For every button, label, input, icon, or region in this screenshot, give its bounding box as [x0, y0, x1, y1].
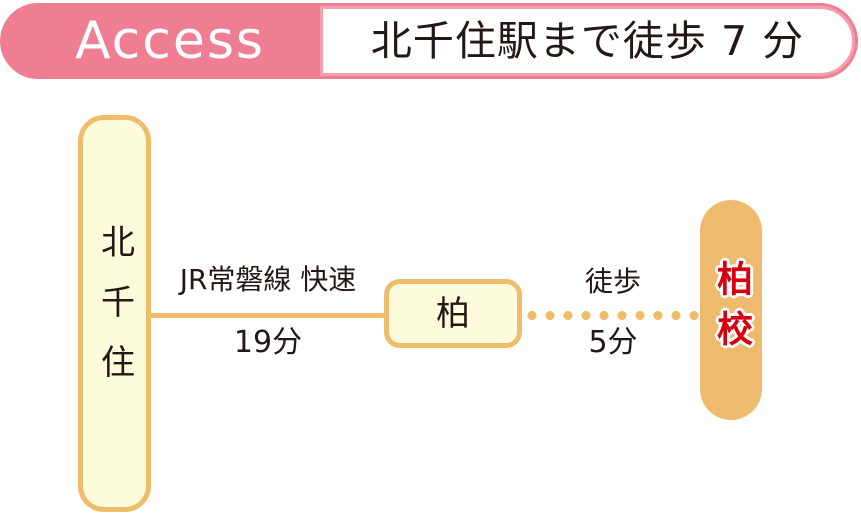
- access-header-banner: Access 北千住駅まで徒歩 7 分: [0, 3, 858, 79]
- route-leg-train-duration-label: 19分: [233, 325, 303, 360]
- header-subtitle-text: 北千住駅まで徒歩 7 分: [370, 16, 805, 65]
- header-subtitle-box: 北千住駅まで徒歩 7 分: [320, 6, 855, 76]
- page-title: Access: [74, 11, 265, 71]
- route-leg-train-mode-label: JR常磐線 快速: [179, 263, 357, 296]
- station-transfer-kashiwa: 柏: [384, 279, 522, 348]
- route-leg-walk: 徒歩 5分: [523, 256, 703, 376]
- station-origin-kita-senju: 北千住: [78, 115, 151, 512]
- route-leg-train: JR常磐線 快速 19分: [148, 256, 388, 376]
- route-leg-walk-mode-label: 徒歩: [584, 265, 641, 298]
- route-leg-train-line: [148, 313, 388, 318]
- route-leg-walk-duration-label: 5分: [588, 325, 638, 360]
- station-transfer-label: 柏: [436, 293, 470, 334]
- destination-kashiwa-school: 柏校: [700, 200, 762, 420]
- route-leg-walk-dotted-line: [523, 311, 703, 320]
- route-diagram: 北千住 JR常磐線 快速 19分 柏 徒歩 5分 柏校: [0, 86, 861, 517]
- station-origin-label: 北千住: [94, 223, 135, 404]
- destination-school-label: 柏校: [711, 260, 752, 360]
